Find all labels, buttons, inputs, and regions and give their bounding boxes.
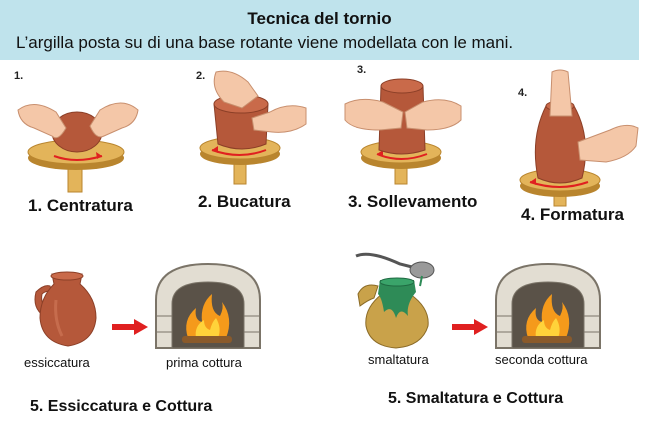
centering-illustration bbox=[17, 102, 139, 193]
glazing-illustration bbox=[355, 252, 435, 349]
lifting-illustration bbox=[344, 78, 462, 185]
opening-illustration bbox=[199, 70, 307, 185]
page-subtitle: L’argilla posta su di una base rotante v… bbox=[16, 33, 514, 52]
kiln-illustration bbox=[495, 262, 601, 349]
page-title: Tecnica del tornio bbox=[247, 9, 392, 28]
step-3-label: 3. Sollevamento bbox=[348, 192, 478, 211]
glazing-firing-caption: 5. Smaltatura e Cottura bbox=[388, 390, 564, 407]
arrow-icon bbox=[112, 319, 148, 335]
drying-firing-caption: 5. Essiccatura e Cottura bbox=[30, 398, 213, 415]
second-firing-label: seconda cottura bbox=[495, 352, 588, 367]
step-4-label: 4. Formatura bbox=[521, 205, 624, 224]
step-2-label: 2. Bucatura bbox=[198, 192, 291, 211]
glazing-label: smaltatura bbox=[368, 352, 429, 367]
step-3-number: 3. bbox=[357, 64, 367, 76]
header-banner: Tecnica del tornio L’argilla posta su di… bbox=[0, 0, 639, 60]
arrow-icon bbox=[452, 319, 488, 335]
step-1-number: 1. bbox=[14, 70, 24, 82]
step-1-label: 1. Centratura bbox=[28, 196, 133, 215]
dried-jug-illustration bbox=[34, 271, 97, 347]
drying-label: essiccatura bbox=[24, 355, 90, 370]
first-firing-label: prima cottura bbox=[166, 355, 242, 370]
step-4-number: 4. bbox=[518, 87, 528, 99]
step-2-number: 2. bbox=[196, 70, 206, 82]
kiln-illustration bbox=[155, 262, 261, 349]
shaping-illustration bbox=[519, 69, 639, 207]
